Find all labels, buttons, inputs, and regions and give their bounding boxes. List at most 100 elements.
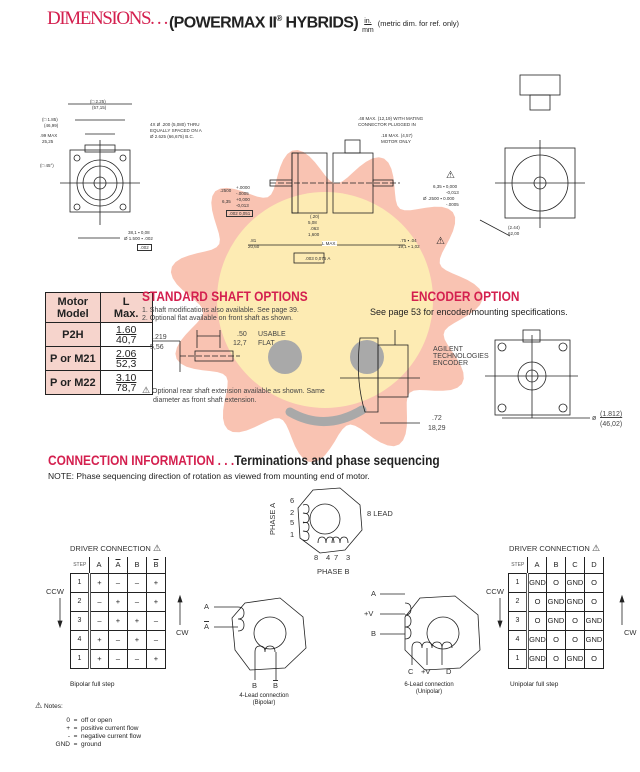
cell: GND [546,591,566,612]
rear-shaft-note-2: diameter as front shaft extension. [153,397,257,404]
cell: – [127,591,147,612]
pin-1: 1 [290,530,295,539]
encoder-depth-mm: 18,29 [428,425,446,432]
model: P2H [45,322,101,347]
driver-connection-title: DRIVER CONNECTION [70,544,151,553]
header-a: A [527,557,547,574]
page-title-prefix: DIMENSIONS. . . [47,8,168,29]
front-square-mm: (46,99) [44,123,59,128]
shaft-options-title: STANDARD SHAFT OPTIONS [142,288,308,304]
dim-75: .75 ▪ .04 [400,238,417,243]
dim-d1-mm: 5,08 [308,220,317,225]
cell: + [146,572,166,593]
l-mm: 40,7 [115,333,137,346]
shaft-dia-mm: 6,35 [222,199,231,204]
front-max-mm: 25,25 [42,139,54,144]
cell: GND [565,591,585,612]
caption-line-1: 6-Lead connection [404,682,454,688]
notes-title: ⚠ Notes: [35,701,63,712]
diameter-symbol: ø [592,415,597,422]
pilot-in: Ø 1.500 ▪ .002 [124,236,153,241]
shaft-mm-tol-minus: -0,013 [236,203,249,208]
cell: GND [584,629,604,650]
cell: – [108,572,128,593]
phase-b-label: PHASE B [317,567,350,576]
shaft-d2-mm: 12,7 [233,340,247,347]
title-text: (POWERMAX II [168,14,277,32]
cell: + [89,629,109,650]
notes-label: Notes: [43,703,63,710]
lead-v2: +V [421,667,431,676]
lead-a-bar: A [204,622,210,631]
notes-list: 0 = off or open+ = positive current flow… [50,717,141,749]
cell: + [89,572,109,593]
note-item: - = negative current flow [50,733,141,741]
ccw-label: CCW [46,587,64,596]
encoder-note: See page 53 for encoder/mounting specifi… [370,307,568,317]
perp: .003 [305,256,314,261]
ccw-label: CCW [486,587,504,596]
warning-icon: ⚠ [152,543,162,553]
six-lead-caption: 6-Lead connection(Unipolar) [399,682,459,696]
header-step: STEP [70,557,90,574]
caption-line-2: (Bipolar) [252,700,276,706]
pin-7: 7 [334,553,339,562]
ftol2: 0,051 [239,211,251,216]
shaft-d1-mm: 5,56 [150,344,164,351]
pilot-tolerance: .002 [137,244,152,251]
pin-2: 2 [290,508,295,517]
sun-left-eye [268,340,302,374]
table-row: 3–++– [70,610,166,631]
table-row: 4+–+– [70,629,166,650]
header-motor-model: Motor Model [45,292,101,323]
page-title: (POWERMAX II® HYBRIDS) [168,8,359,34]
warning-icon: ⚠ [591,543,601,553]
cell: + [146,591,166,612]
eight-lead-label: 8 LEAD [367,509,393,518]
step-number: 4 [508,629,529,650]
unit-fraction: in.mm [362,17,374,35]
shaft-d1: .219 [153,334,167,341]
cell: GND [584,610,604,631]
flat-label: FLAT [258,340,275,347]
pin-4: 4 [326,553,331,562]
step-number: 2 [70,591,91,612]
cell: – [89,610,109,631]
note-item: GND = ground [50,741,141,749]
rear-note-text: Optional rear shaft extension available … [152,388,325,395]
cell: + [127,610,147,631]
model: P or M22 [45,370,101,395]
cell: + [108,591,128,612]
table-row: 2–+–+ [70,591,166,612]
eight-lead-diagram [297,487,363,554]
l-in: 1.60 [115,323,137,336]
unit-mm: mm [362,27,374,34]
warning-icon: ⚠ [436,236,445,247]
dim-d2: .063 [310,226,319,231]
note-key: GND [55,741,70,748]
pin-5: 5 [290,518,295,527]
rear-dim-mm: 62,00 [508,231,520,236]
unit-note: (metric dim. for ref. only) [377,19,460,28]
caption-line-1: 4-Lead connection [239,693,289,699]
header-b: B [546,557,566,574]
rear-dim: (2.44) [508,225,520,230]
side-view-drawing [248,139,405,264]
cell: GND [527,629,547,650]
bipolar-title: DRIVER CONNECTION ⚠ [70,543,161,554]
cell: O [584,648,604,669]
four-lead-diagram [214,597,307,680]
cell: O [546,572,566,593]
cell: + [108,610,128,631]
connector-note-1: .48 MAX. (12,19) WITH MATING [358,116,424,121]
rear-shaft-mm: 6,35 ▪ 0,000 [433,184,458,189]
cell: – [127,572,147,593]
motor-note-2: MOTOR ONLY [381,139,411,144]
rear-shaft-note-1: ⚠ Optional rear shaft extension availabl… [142,385,325,397]
